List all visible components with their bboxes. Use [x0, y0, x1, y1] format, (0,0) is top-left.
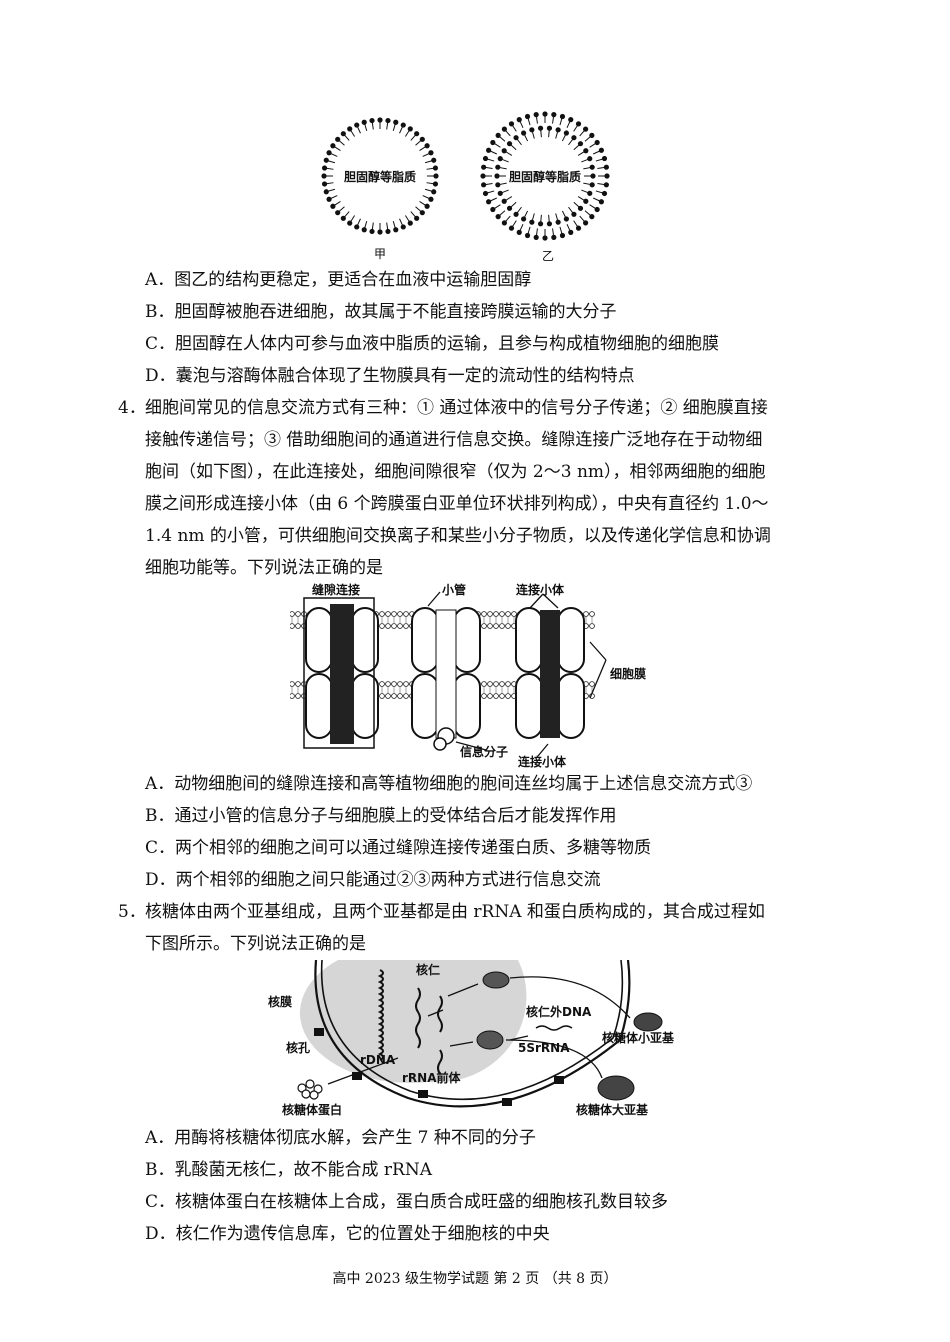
q3-option-c: C．胆固醇在人体内可参与血液中脂质的运输，且参与构成植物细胞的细胞膜: [145, 334, 720, 354]
q4-option-c: C．两个相邻的细胞之间可以通过缝隙连接传递蛋白质、多糖等物质: [145, 838, 652, 858]
large-subunit-shape: [597, 1075, 635, 1101]
label-ribosomal-protein: 核糖体蛋白: [282, 1102, 342, 1117]
label-large-subunit: 核糖体大亚基: [576, 1102, 649, 1117]
label-gap-junction: 缝隙连接: [312, 582, 360, 597]
connexon-3: [515, 607, 585, 739]
jia-center-text: 胆固醇等脂质: [344, 169, 416, 184]
label-rrna-precursor: rRNA前体: [402, 1070, 461, 1085]
q5-stem-line: 下图所示。下列说法正确的是: [145, 934, 366, 954]
q5-option-a: A．用酶将核糖体彻底水解，会产生 7 种不同的分子: [145, 1128, 536, 1148]
q4-number: 4．: [118, 398, 146, 418]
q4-stem-line: 接触传递信号；③ 借助细胞间的通道进行信息交换。缝隙连接广泛地存在于动物细: [145, 430, 763, 450]
ribosome-synthesis-figure: 核仁 核膜 核孔 rDNA rRNA前体 核仁外DNA 5SrRNA 核糖体小亚…: [268, 960, 675, 1117]
gap-junction-box: [303, 597, 375, 749]
nuclear-pores: [314, 1028, 564, 1106]
label-connexon-top: 连接小体: [516, 582, 565, 597]
q4-stem-line: 细胞功能等。下列说法正确的是: [145, 558, 383, 578]
q4-stem-line: 细胞间常见的信息交流方式有三种：① 通过体液中的信号分子传递；② 细胞膜直接: [145, 398, 768, 418]
label-small-subunit: 核糖体小亚基: [602, 1030, 675, 1045]
q3-option-a: A．图乙的结构更稳定，更适合在血液中运输胆固醇: [145, 270, 532, 290]
q5-number: 5．: [118, 902, 146, 922]
lipoprotein-jia: [321, 117, 439, 235]
q5-option-b: B．乳酸菌无核仁，故不能合成 rRNA: [145, 1160, 432, 1180]
label-nuclear-membrane: 核膜: [268, 994, 292, 1009]
rdna-coil: [377, 969, 384, 1061]
connexon-2: [411, 607, 481, 751]
label-nucleolus: 核仁: [416, 962, 440, 977]
q5-stem-line: 核糖体由两个亚基组成，且两个亚基都是由 rRNA 和蛋白质构成的，其合成过程如: [145, 902, 765, 922]
label-5s-rrna: 5SrRNA: [518, 1041, 570, 1055]
lipoprotein-yi: [480, 111, 610, 241]
label-nuclear-pore: 核孔: [286, 1040, 310, 1055]
nucleolus-region: [299, 960, 527, 1083]
q4-option-b: B．通过小管的信息分子与细胞膜上的受体结合后才能发挥作用: [145, 806, 617, 826]
label-jia: 甲: [374, 247, 386, 261]
q3-option-d: D．囊泡与溶酶体融合体现了生物膜具有一定的流动性的结构特点: [145, 366, 635, 386]
label-connexon-bottom: 连接小体: [518, 754, 567, 769]
small-subunit-shape: [633, 1012, 663, 1032]
q4-option-a: A．动物细胞间的缝隙连接和高等植物细胞的胞间连丝均属于上述信息交流方式③: [145, 774, 753, 794]
q5-option-d: D．核仁作为遗传信息库，它的位置处于细胞核的中央: [145, 1224, 550, 1244]
q4-stem-line: 1.4 nm 的小管，可供细胞间交换离子和某些小分子物质，以及传递化学信息和协调: [145, 526, 771, 546]
ribosomal-protein-clusters: [297, 1079, 323, 1100]
yi-center-text: 胆固醇等脂质: [509, 169, 581, 184]
label-tube: 小管: [442, 582, 466, 597]
label-extra-nucleolar-dna: 核仁外DNA: [526, 1004, 592, 1019]
label-yi: 乙: [542, 249, 554, 263]
lipoprotein-figure: 胆固醇等脂质 胆固醇等脂质 甲 乙: [321, 111, 610, 263]
page-footer: 高中 2023 级生物学试题 第 2 页 （共 8 页）: [332, 1271, 618, 1287]
connexon-1: [303, 597, 379, 749]
gap-junction-figure: 缝隙连接 小管 连接小体 细胞膜 信息分子 连接小体: [290, 582, 646, 769]
nuclear-envelope-inner: [320, 960, 624, 1101]
nuclear-envelope-outer: [314, 960, 631, 1108]
q4-option-d: D．两个相邻的细胞之间只能通过②③两种方式进行信息交流: [145, 870, 601, 890]
label-membrane: 细胞膜: [610, 666, 646, 681]
label-signal-molecule: 信息分子: [460, 744, 508, 759]
q3-option-b: B．胆固醇被胞吞进细胞，故其属于不能直接跨膜运输的大分子: [145, 302, 617, 322]
q4-stem-line: 膜之间形成连接小体（由 6 个跨膜蛋白亚单位环状排列构成），中央有直径约 1.0…: [145, 494, 769, 514]
q4-stem-line: 胞间（如下图），在此连接处，细胞间隙很窄（仅为 2～3 nm），相邻两细胞的细胞: [145, 462, 766, 482]
label-rdna: rDNA: [360, 1053, 396, 1067]
q5-option-c: C．核糖体蛋白在核糖体上合成，蛋白质合成旺盛的细胞核孔数目较多: [145, 1192, 669, 1212]
